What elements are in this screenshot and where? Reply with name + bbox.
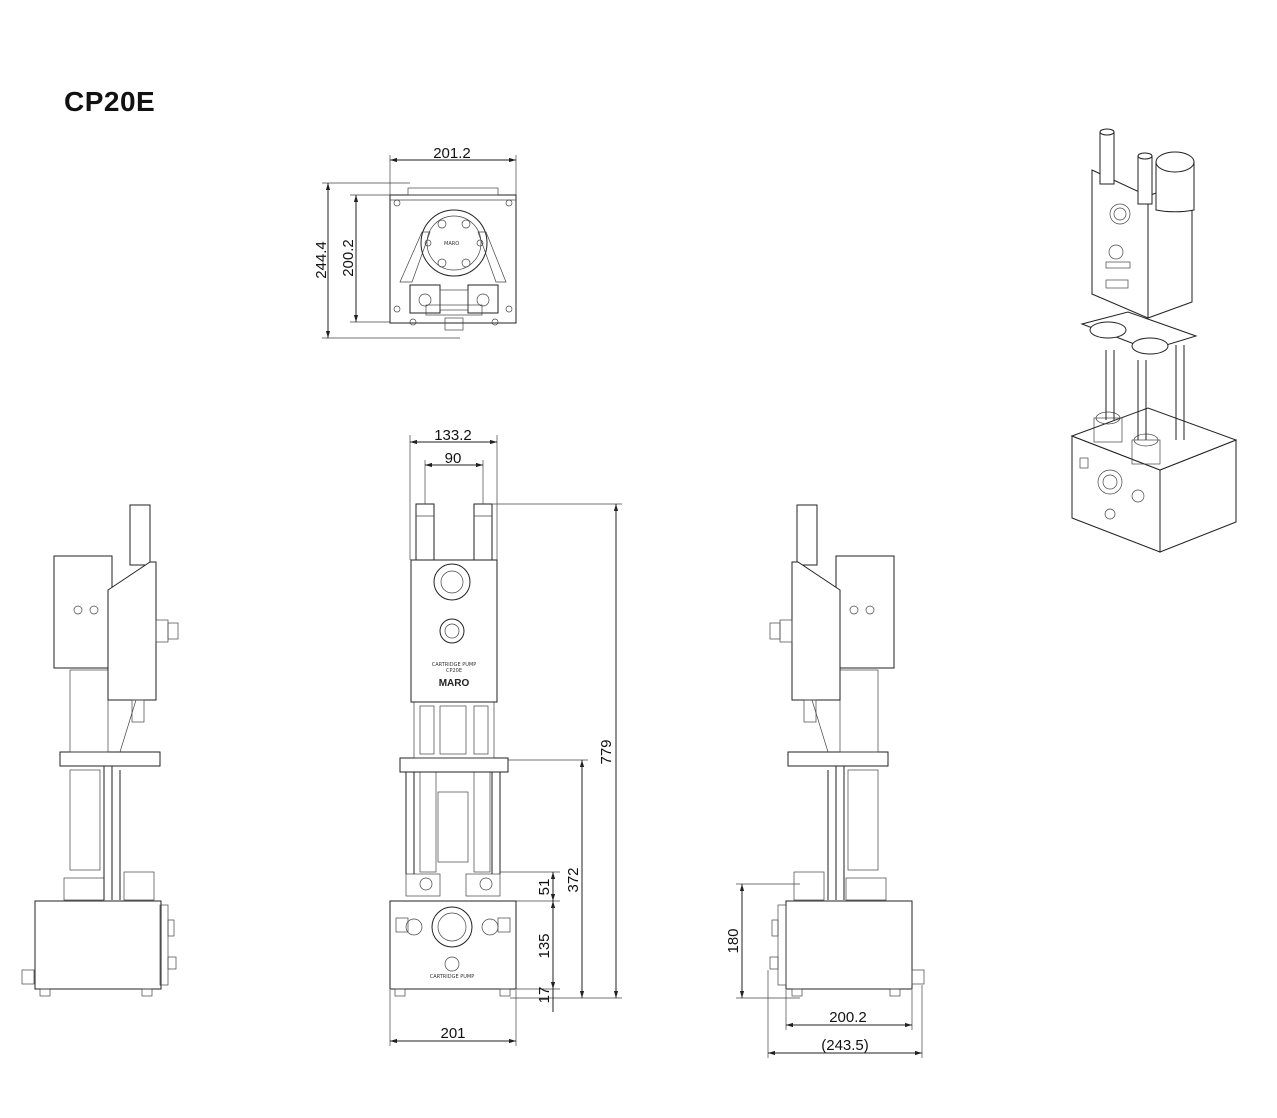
rods-outer-label: 133.2 [434,427,472,444]
base-width-label: 201 [440,1025,465,1042]
page-title: CP20E [64,86,156,117]
left-side-view [21,504,179,997]
dim-51-label: 51 [536,879,553,896]
lower-height-label: 372 [565,867,582,892]
panel-brand: MARO [439,678,470,689]
top-height-inner-label: 200.2 [340,239,357,277]
top-height-outer-label: 244.4 [313,241,330,279]
dim-135-label: 135 [536,933,553,958]
rods-inner-label: 90 [445,450,462,467]
base-label: CARTRIDGE PUMP [430,974,475,980]
panel-label-sub: CP20E [446,668,462,674]
top-view-dimensions [322,155,517,339]
right-height-label: 180 [725,928,742,953]
front-view: CARTRIDGE PUMP CARTRIDGE PUMP CP20E MARO [389,503,517,997]
svg-text:MARO: MARO [444,241,459,247]
right-side-view [769,504,925,997]
right-depth-total-label: (243.5) [821,1037,869,1054]
top-view: MARO [389,187,517,331]
dim-17-label: 17 [536,987,553,1004]
total-height-label: 779 [598,739,615,764]
right-depth-label: 200.2 [829,1009,867,1026]
right-view-dimensions [736,883,923,1058]
panel-label-main: CARTRIDGE PUMP [432,662,477,668]
isometric-view [1070,128,1238,553]
front-view-dimensions [389,435,622,1046]
top-width-label: 201.2 [433,145,471,162]
